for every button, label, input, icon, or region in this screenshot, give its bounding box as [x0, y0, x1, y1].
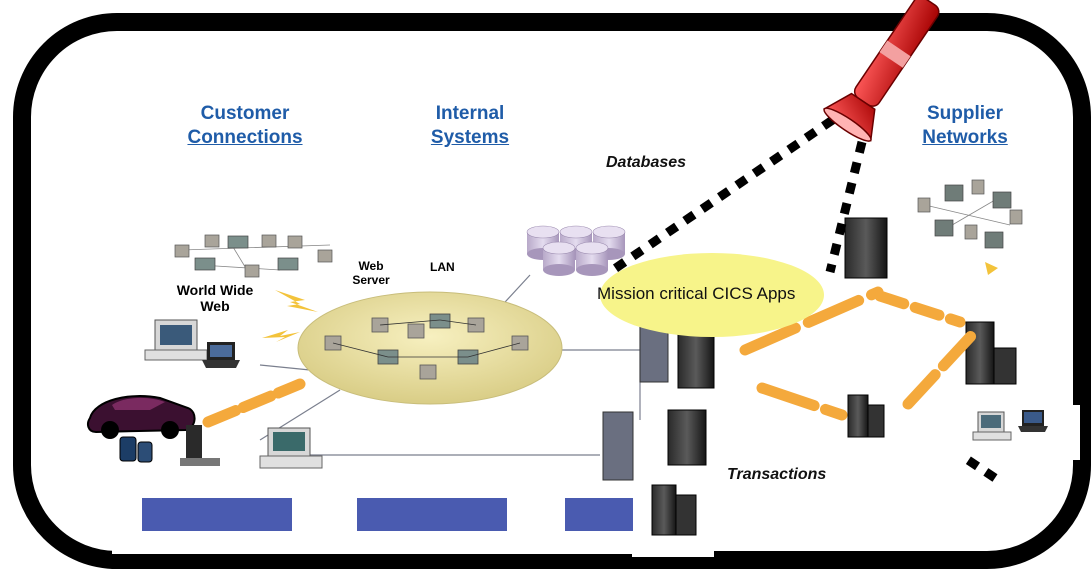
heading-internal-line2: Systems [430, 127, 510, 148]
lan-ellipse [297, 291, 563, 405]
www-bolts [262, 290, 318, 342]
heading-internal-line1: Internal [435, 103, 505, 124]
heading-supplier-networks: Supplier Networks [895, 102, 1035, 150]
heading-supplier-line1: Supplier [926, 103, 1003, 124]
heading-customer-line1: Customer [200, 103, 290, 124]
heading-supplier-line2: Networks [922, 127, 1008, 148]
car-icon [87, 395, 196, 439]
lan-nodes [324, 313, 529, 380]
database-cylinder-icon [526, 225, 626, 276]
frame-gap-bottom-left [112, 530, 632, 554]
transaction-links [202, 286, 978, 428]
label-mission-critical: Mission critical CICS Apps [597, 284, 796, 303]
supplier-cluster [917, 179, 1023, 275]
label-web-server-line2: Server [352, 273, 390, 287]
label-world-wide-web: World Wide Web [160, 282, 270, 314]
label-databases: Databases [606, 154, 687, 171]
heading-customer-connections: Customer Connections [160, 102, 330, 150]
label-www-line1: World Wide [176, 282, 254, 298]
flashlight-beams [607, 104, 998, 482]
label-web-server: Web Server [346, 259, 396, 287]
label-web-server-line1: Web [358, 259, 384, 273]
label-lan: LAN [430, 260, 455, 274]
heading-customer-line2: Connections [187, 127, 303, 148]
label-transactions: Transactions [727, 466, 827, 483]
mainframe-server-icon [602, 217, 1017, 536]
heading-internal-systems: Internal Systems [400, 102, 540, 150]
footer-bars [142, 498, 633, 531]
mobile-phone-icon [119, 425, 220, 466]
flashlight-icon [822, 0, 940, 142]
mission-critical-ellipse [600, 253, 824, 337]
desktop-computer-icon [144, 319, 1012, 469]
laptop-icon [202, 342, 1048, 432]
label-www-line2: Web [200, 298, 230, 314]
outer-frame [13, 13, 1091, 569]
www-cluster [174, 234, 333, 278]
